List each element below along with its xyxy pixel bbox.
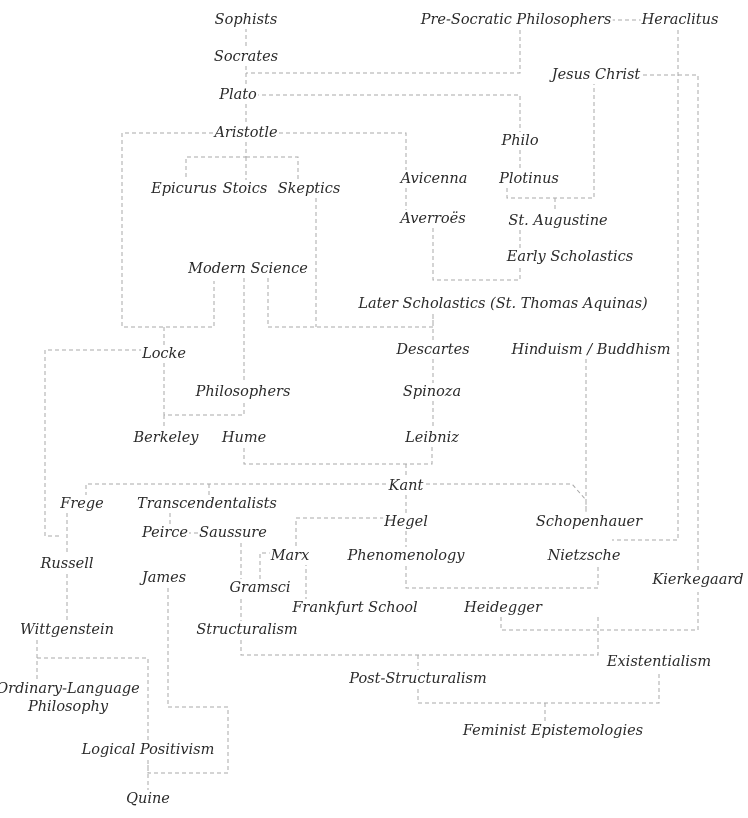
node-heidegger: Heidegger <box>463 599 543 617</box>
node-jesus-christ: Jesus Christ <box>550 66 642 84</box>
node-philosophers: Philosophers <box>194 383 292 401</box>
connector-line <box>612 30 679 541</box>
connector-line <box>279 132 407 170</box>
node-avicenna: Avicenna <box>399 170 469 188</box>
node-gramsci: Gramsci <box>228 579 292 597</box>
connector-line <box>295 517 384 547</box>
node-peirce: Peirce <box>141 524 189 542</box>
node-existentialism: Existentialism <box>605 653 713 671</box>
node-plotinus: Plotinus <box>498 170 560 188</box>
connector-line <box>246 30 521 74</box>
connector-line <box>243 447 433 465</box>
node-averroes: Averroës <box>399 210 467 228</box>
node-feminist-epistemologies: Feminist Epistemologies <box>461 722 645 740</box>
connector-line <box>417 672 660 704</box>
connector-line <box>37 657 149 741</box>
node-modern-science: Modern Science <box>187 260 309 278</box>
node-spinoza: Spinoza <box>401 383 463 401</box>
node-early-scholastics: Early Scholastics <box>505 248 635 266</box>
node-heraclitus: Heraclitus <box>640 11 720 29</box>
node-skeptics: Skeptics <box>276 180 342 198</box>
node-berkeley: Berkeley <box>132 429 200 447</box>
node-sophists: Sophists <box>213 11 279 29</box>
connector-line <box>185 142 247 180</box>
node-socrates: Socrates <box>212 48 280 66</box>
node-frankfurt-school: Frankfurt School <box>291 599 419 617</box>
node-st-augustine: St. Augustine <box>507 212 609 230</box>
connector-line <box>255 94 521 132</box>
connector-line <box>426 483 587 513</box>
connector-line <box>240 617 599 656</box>
node-hume: Hume <box>220 429 268 447</box>
connector-line <box>147 588 229 774</box>
connector-line <box>163 363 245 416</box>
node-nietzsche: Nietzsche <box>546 547 622 565</box>
connector-line <box>506 84 595 199</box>
node-james: James <box>140 569 188 587</box>
node-philo: Philo <box>500 132 540 150</box>
node-hegel: Hegel <box>383 513 429 531</box>
node-schopenhauer: Schopenhauer <box>534 513 644 531</box>
connector-line <box>259 552 273 579</box>
connector-line <box>121 132 215 328</box>
connector-line <box>405 566 599 589</box>
node-pre-socratic: Pre-Socratic Philosophers <box>419 11 613 29</box>
node-frege: Frege <box>59 495 105 513</box>
node-aristotle: Aristotle <box>213 124 279 142</box>
connector-line <box>267 278 434 328</box>
node-saussure: Saussure <box>198 524 268 542</box>
node-leibniz: Leibniz <box>404 429 460 447</box>
node-marx: Marx <box>269 547 311 565</box>
node-post-structuralism: Post-Structuralism <box>348 670 488 688</box>
node-transcendentalists: Transcendentalists <box>136 495 278 513</box>
connector-line <box>246 156 299 180</box>
node-hinduism-buddhism: Hinduism / Buddhism <box>510 341 672 359</box>
node-kierkegaard: Kierkegaard <box>651 571 745 589</box>
node-structuralism: Structuralism <box>195 621 299 639</box>
node-wittgenstein: Wittgenstein <box>19 621 115 639</box>
node-kant: Kant <box>387 477 425 495</box>
node-ordinary-language-philosophy: Ordinary-Language Philosophy <box>0 680 144 716</box>
connector-line <box>636 74 699 570</box>
node-epicurus: Epicurus <box>150 180 218 198</box>
node-stoics: Stoics <box>221 180 269 198</box>
node-quine: Quine <box>125 790 171 808</box>
node-logical-positivism: Logical Positivism <box>80 741 216 759</box>
connector-line <box>85 483 386 495</box>
node-phenomenology: Phenomenology <box>346 547 466 565</box>
node-locke: Locke <box>141 345 187 363</box>
node-later-scholastics: Later Scholastics (St. Thomas Aquinas) <box>357 295 649 313</box>
node-descartes: Descartes <box>395 341 471 359</box>
node-russell: Russell <box>39 555 95 573</box>
node-plato: Plato <box>218 86 258 104</box>
connector-line <box>44 349 150 537</box>
